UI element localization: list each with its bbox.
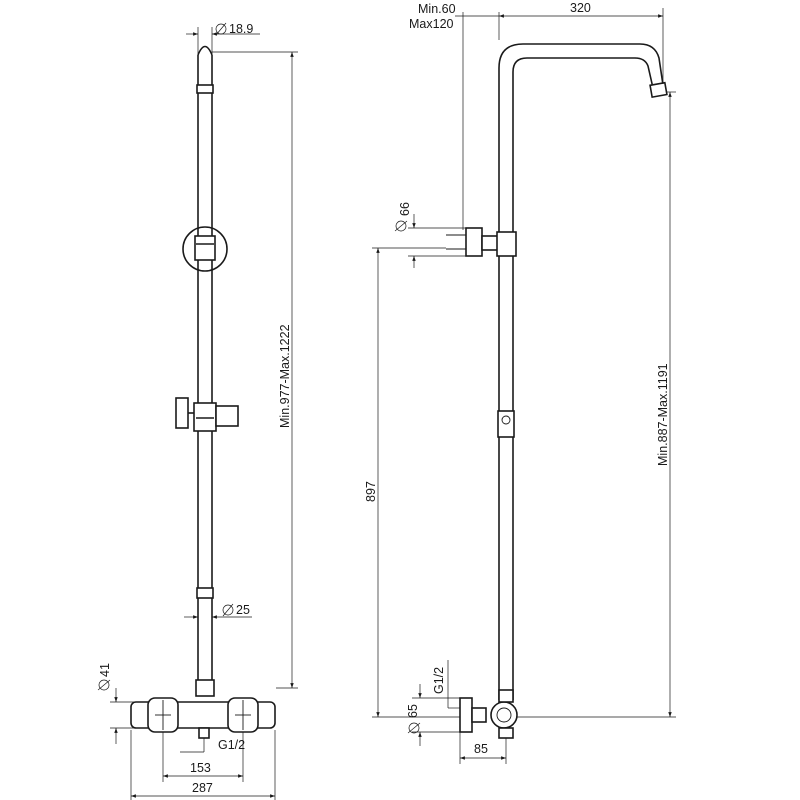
dim-front-height-label: Min.977-Max.1222 [278, 324, 292, 428]
side-shower-column [497, 43, 668, 700]
dim-bracket-height: 897 [364, 247, 460, 718]
dim-bracket-diameter-label: 66 [398, 202, 412, 216]
dim-inlet-spacing: 153 [162, 732, 244, 782]
dim-wall-offset-max-label: Max120 [409, 17, 454, 31]
dim-arm-projection-label: 320 [570, 1, 591, 15]
front-view: 18.9 25 Min.977-Max.1222 41 [97, 22, 298, 800]
front-slider-holder [175, 397, 239, 432]
dim-head-height: Min.887-Max.1191 [517, 91, 676, 718]
dim-mixer-width: 287 [130, 730, 276, 800]
dim-mixer-width-label: 287 [192, 781, 213, 795]
dim-head-height-label: Min.887-Max.1191 [656, 363, 670, 466]
side-inlet-connector [459, 689, 518, 739]
dim-bracket-diameter: 66 [394, 202, 466, 268]
dim-column-diameter-label: 25 [236, 603, 250, 617]
dim-inlet-offset: 85 [459, 732, 507, 764]
dim-pipe-top-diameter-label: 18.9 [229, 22, 253, 36]
side-view: Min.60 Max120 320 66 897 [364, 1, 676, 764]
dim-inlet-spacing-label: 153 [190, 761, 211, 775]
dim-arm-projection: 320 [499, 1, 664, 84]
dim-bracket-height-label: 897 [364, 481, 378, 502]
dim-mixer-diameter-label: 41 [98, 663, 112, 677]
dim-inlet-flange-diameter-label: 65 [406, 704, 420, 718]
front-wall-bracket [182, 226, 228, 272]
dim-wall-offset-min-label: Min.60 [418, 2, 456, 16]
dim-front-height: Min.977-Max.1222 [212, 51, 298, 689]
dim-inlet-flange-diameter: 65 [406, 684, 460, 746]
side-wall-bracket [446, 227, 517, 257]
dim-mixer-diameter: 41 [97, 663, 148, 744]
dim-front-inlet-thread-label: G1/2 [218, 738, 245, 752]
dim-column-diameter: 25 [184, 603, 252, 619]
dim-inlet-offset-label: 85 [474, 742, 488, 756]
front-mixer-bar [130, 697, 276, 739]
front-shower-column [195, 45, 215, 697]
dim-side-inlet-thread: G1/2 [432, 660, 460, 709]
dim-pipe-top-diameter: 18.9 [186, 22, 260, 55]
dim-wall-offset: Min.60 Max120 [409, 2, 500, 230]
dim-side-inlet-thread-label: G1/2 [432, 667, 446, 694]
dim-front-inlet-thread: G1/2 [180, 738, 245, 753]
